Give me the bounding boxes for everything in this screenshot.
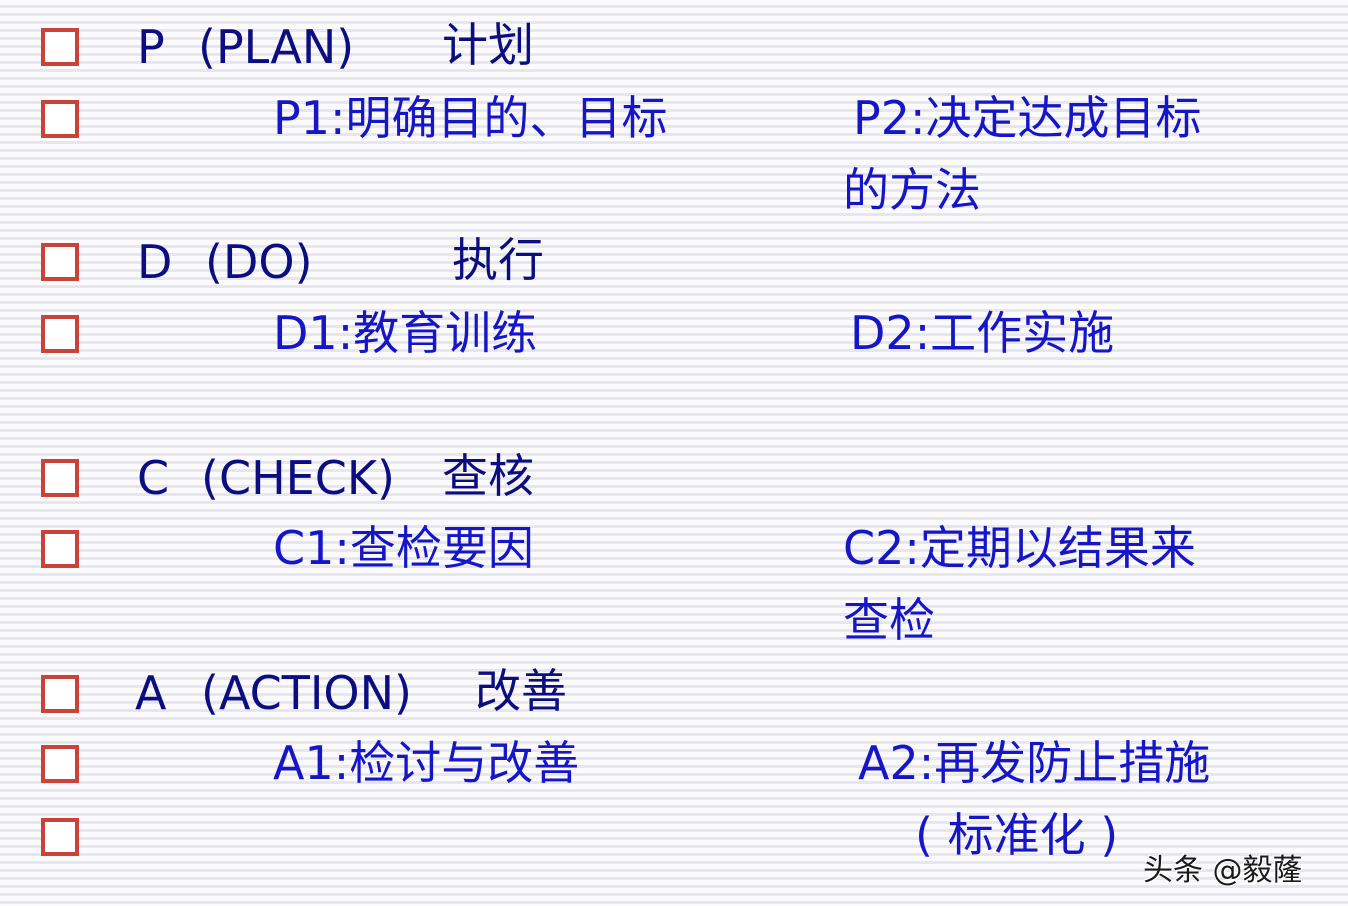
check-english: (CHECK): [201, 451, 395, 505]
watermark: 头条 @毅蕯: [1143, 853, 1303, 888]
do-english: (DO): [205, 235, 313, 289]
action-item-1: A1:检讨与改善: [273, 736, 580, 790]
plan-item-2-line-1: P2:决定达成目标: [853, 91, 1202, 145]
bullet-square-icon: [41, 243, 79, 281]
bullet-square-icon: [41, 675, 79, 713]
plan-item-1: P1:明确目的、目标: [273, 91, 668, 145]
plan-english: (PLAN): [198, 20, 355, 74]
action-item-2-line-2: ( 标准化 ): [915, 808, 1119, 862]
plan-letter: P: [137, 20, 165, 74]
action-item-2-line-1: A2:再发防止措施: [858, 736, 1211, 790]
do-chinese: 执行: [452, 233, 544, 287]
action-english: (ACTION): [201, 666, 412, 720]
bullet-square-icon: [41, 28, 79, 66]
bullet-square-icon: [41, 818, 79, 856]
bullet-square-icon: [41, 530, 79, 568]
action-letter: A: [135, 666, 167, 720]
bullet-square-icon: [41, 100, 79, 138]
bullet-square-icon: [41, 315, 79, 353]
do-letter: D: [137, 235, 173, 289]
check-chinese: 查核: [442, 449, 534, 503]
plan-item-2-line-2: 的方法: [843, 163, 981, 217]
bullet-square-icon: [41, 745, 79, 783]
do-item-2: D2:工作实施: [850, 306, 1115, 360]
check-letter: C: [137, 451, 170, 505]
check-item-2-line-2: 查检: [843, 593, 935, 647]
check-item-1: C1:查检要因: [273, 521, 534, 575]
bullet-square-icon: [41, 459, 79, 497]
do-item-1: D1:教育训练: [273, 306, 538, 360]
plan-chinese: 计划: [442, 18, 534, 72]
action-chinese: 改善: [475, 664, 567, 718]
check-item-2-line-1: C2:定期以结果来: [843, 521, 1196, 575]
